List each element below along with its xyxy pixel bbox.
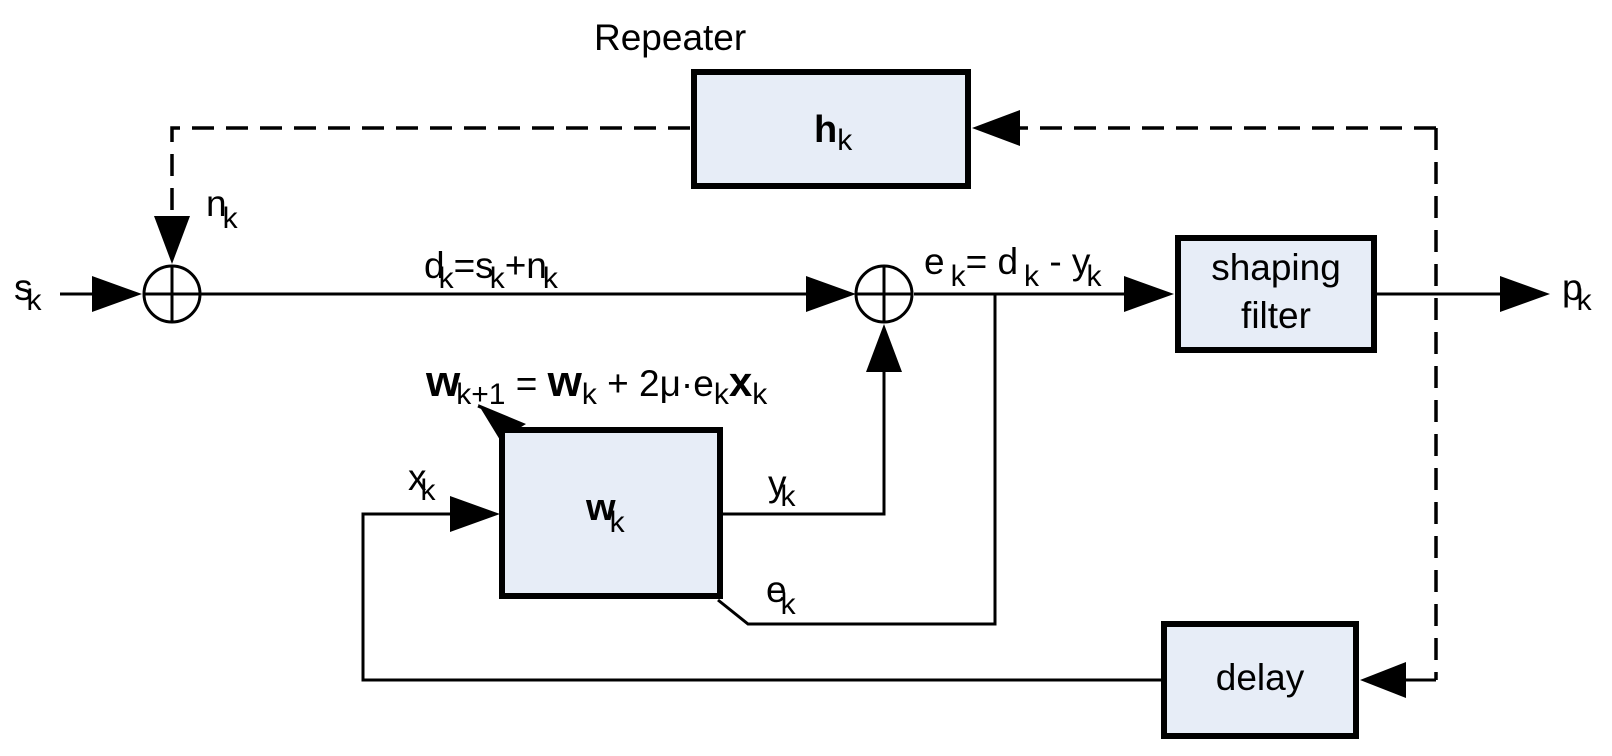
signal-s-label: sk <box>14 267 43 317</box>
delay-label: delay <box>1216 657 1305 698</box>
summer-2 <box>854 264 914 324</box>
repeater-label: hk <box>814 109 853 157</box>
arrowhead-e <box>1124 276 1174 312</box>
arrowhead-s <box>92 276 142 312</box>
adaptive-filter-block <box>499 427 723 599</box>
dashed-from-repeater <box>170 126 690 216</box>
signal-p-label: pk <box>1562 267 1593 317</box>
equation-d: dk=sk+nk <box>424 245 559 295</box>
signal-x-label: xk <box>408 457 437 507</box>
arrowhead-x <box>450 496 500 532</box>
adaptive-filter-label: wk <box>585 487 626 539</box>
arrowhead-repeater <box>972 110 1020 146</box>
arrowhead-p <box>1500 276 1550 312</box>
repeater-block <box>691 69 971 189</box>
delay-block <box>1161 621 1359 739</box>
shaping-filter-label-2: filter <box>1241 295 1311 336</box>
equation-update: wk+1 = wk + 2μ·ekxk <box>425 357 768 411</box>
arrowhead-y <box>866 324 902 372</box>
signal-n-label: nk <box>206 183 239 235</box>
signal-e-label: ek <box>766 569 797 621</box>
summer-1 <box>142 264 202 324</box>
wire-x <box>361 512 1162 682</box>
shaping-filter-block <box>1175 235 1377 353</box>
arrowhead-delay <box>1360 662 1406 698</box>
arrowhead-d <box>806 276 856 312</box>
repeater-title: Repeater <box>594 17 746 58</box>
signal-y-label: yk <box>768 463 797 513</box>
shaping-filter-label-1: shaping <box>1211 247 1341 288</box>
wire-e-feedback <box>717 294 997 626</box>
wire-y <box>720 372 886 516</box>
arrowhead-n <box>154 216 190 264</box>
